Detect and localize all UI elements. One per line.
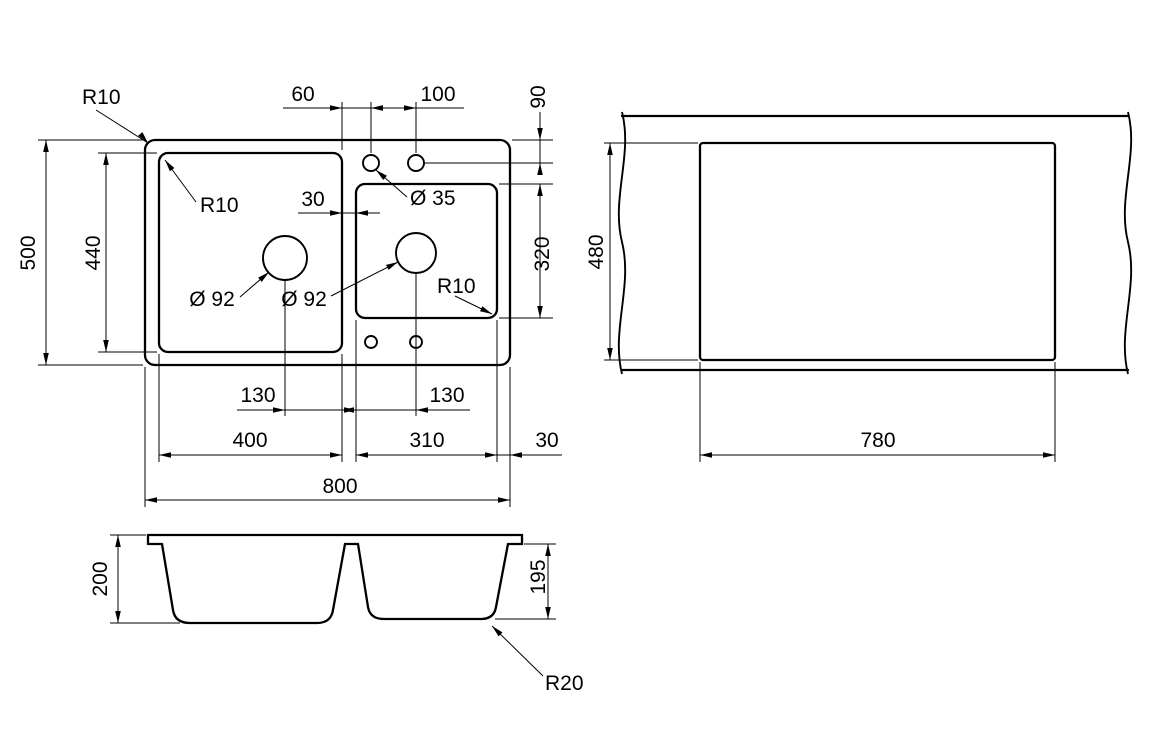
left-bowl-profile xyxy=(160,542,347,625)
plan-arrowheads xyxy=(43,105,543,503)
cutout-outline-shapes xyxy=(617,111,1133,375)
dim-label-right-drain-offset: 130 xyxy=(429,384,464,407)
dim-label-bowl-gap: 30 xyxy=(301,188,324,211)
dim-label-bottom-radius: R20 xyxy=(545,672,584,695)
dim-label-faucet-hole-diameter: Ø 35 xyxy=(410,187,456,210)
dim-label-left-bowl-width: 400 xyxy=(232,429,267,452)
right-bowl-outline xyxy=(354,182,499,320)
dim-label-bowl-corner-radius: R10 xyxy=(200,194,239,217)
section-arrowheads xyxy=(115,535,551,637)
dim-label-left-bowl-height: 200 xyxy=(89,561,112,596)
plan-dimension-labels: R10 60 100 90 500 440 R10 30 Ø 35 320 R1… xyxy=(17,83,559,498)
sink-outline xyxy=(143,138,512,367)
dim-label-right-drain-diameter: Ø 92 xyxy=(281,288,327,311)
dim-label-right-bowl-corner-radius: R10 xyxy=(437,275,476,298)
section-dimension-labels: 200 195 R20 xyxy=(89,559,584,695)
dim-label-cutout-width: 780 xyxy=(860,429,895,452)
left-drain-hole xyxy=(262,235,308,281)
dim-label-left-drain-diameter: Ø 92 xyxy=(189,288,235,311)
section-extension-lines xyxy=(110,534,556,624)
plan-view: R10 60 100 90 500 440 R10 30 Ø 35 320 R1… xyxy=(17,83,562,507)
dim-label-left-bowl-depth: 440 xyxy=(82,235,105,270)
plan-dimension-lines xyxy=(45,107,562,501)
plan-extension-lines xyxy=(38,102,553,507)
cutout-arrowheads xyxy=(607,143,1055,458)
dim-label-faucet-hole-spacing: 100 xyxy=(420,83,455,106)
break-line-left xyxy=(617,111,627,375)
dim-label-right-edge-margin: 30 xyxy=(535,429,558,452)
cutout-rectangle xyxy=(698,141,1057,362)
dim-label-cutout-depth: 480 xyxy=(585,234,608,269)
left-bowl-outline xyxy=(157,151,344,354)
cutout-view: 480 780 xyxy=(585,111,1133,462)
right-bowl-profile xyxy=(356,542,510,621)
faucet-hole-right xyxy=(407,154,425,172)
plan-outline-shapes xyxy=(143,138,512,367)
dim-label-right-bowl-depth: 320 xyxy=(531,236,554,271)
cutout-dimension-lines xyxy=(609,143,1055,456)
dim-label-overall-depth: 500 xyxy=(17,235,40,270)
dim-label-faucet-hole-offset: 60 xyxy=(291,83,314,106)
dim-label-right-bowl-height: 195 xyxy=(527,559,550,594)
dim-label-left-drain-offset: 130 xyxy=(240,384,275,407)
section-view: 200 195 R20 xyxy=(89,533,584,695)
dim-label-overall-width: 800 xyxy=(322,475,357,498)
dim-label-right-bowl-width: 310 xyxy=(409,429,444,452)
faucet-hole-left xyxy=(362,154,380,172)
right-drain-hole xyxy=(395,232,437,274)
cutout-extension-lines xyxy=(604,142,1056,462)
dim-label-faucet-hole-edge-distance: 90 xyxy=(527,85,550,108)
accessory-hole-left xyxy=(364,335,378,349)
cutout-dimension-labels: 480 780 xyxy=(585,234,896,452)
dim-label-corner-radius: R10 xyxy=(82,86,121,109)
break-line-right xyxy=(1123,111,1133,375)
section-outline-shapes xyxy=(146,533,524,625)
